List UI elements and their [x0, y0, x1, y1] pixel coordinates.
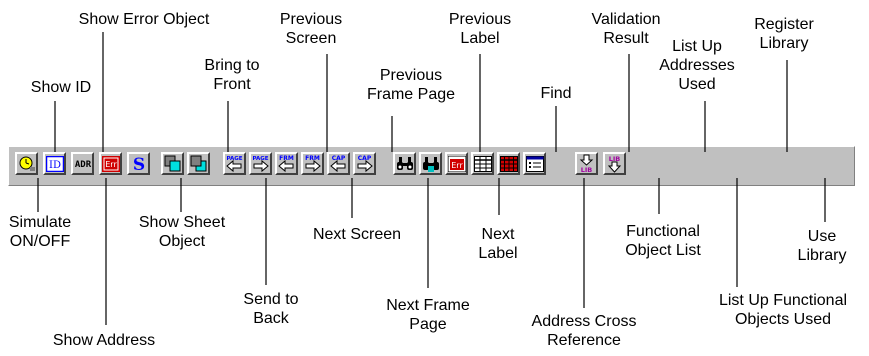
find-button[interactable] [393, 152, 416, 175]
label-left-arrow-icon: CAP [330, 155, 346, 173]
svg-text:S: S [132, 155, 144, 173]
label-simulate-on-off: Simulate ON/OFF [8, 214, 72, 250]
send-to-back-button[interactable] [187, 152, 210, 175]
svg-text:Err: Err [105, 160, 117, 169]
toolbar: ID ADR Err S P [8, 146, 855, 186]
use-library-icon: LIB [607, 155, 622, 173]
binoculars-adr-icon [422, 156, 439, 172]
label-next-frame-page: Next Frame Page [386, 297, 470, 333]
next-screen-button[interactable]: PAGE [249, 152, 272, 175]
next-label-button[interactable]: CAP [353, 152, 376, 175]
label-show-sheet-object: Show Sheet Object [138, 214, 226, 250]
label-find: Find [540, 85, 572, 102]
address-cross-reference-button[interactable] [419, 152, 442, 175]
label-previous-frame-page: Previous Frame Page [366, 67, 456, 103]
svg-text:FRM: FRM [279, 155, 294, 162]
svg-text:FRM: FRM [305, 155, 320, 162]
adr-icon: ADR [75, 160, 92, 170]
address-table-icon [499, 155, 518, 172]
label-register-library: Register Library [754, 16, 814, 52]
label-send-to-back: Send to Back [243, 291, 299, 327]
page-right-arrow-icon: PAGE [252, 156, 269, 173]
label-previous-label: Previous Label [448, 11, 512, 47]
validation-error-icon: Err [447, 155, 466, 172]
svg-text:CAP: CAP [332, 155, 346, 162]
sheet-icon: S [132, 155, 144, 173]
label-show-address: Show Address [52, 332, 156, 349]
label-previous-screen: Previous Screen [279, 11, 343, 47]
show-error-object-button[interactable]: Err [99, 152, 122, 175]
label-right-arrow-icon: CAP [357, 155, 373, 173]
use-library-button[interactable]: LIB [603, 152, 626, 175]
label-next-screen: Next Screen [312, 226, 402, 243]
label-validation-result: Validation Result [591, 11, 661, 47]
svg-text:Err: Err [451, 161, 463, 170]
label-functional-object-list: Functional Object List [625, 223, 701, 259]
svg-text:ID: ID [49, 160, 61, 171]
show-sheet-object-button[interactable]: S [127, 152, 150, 175]
label-next-label: Next Label [478, 226, 518, 262]
label-use-library: Use Library [797, 228, 847, 264]
register-library-icon: LIB [579, 154, 594, 173]
svg-text:ADR: ADR [75, 160, 92, 170]
bring-to-front-icon [164, 155, 180, 171]
frame-right-arrow-icon: FRM [305, 155, 321, 173]
label-show-id: Show ID [30, 79, 92, 96]
functional-object-list-button[interactable] [471, 152, 494, 175]
binoculars-icon [396, 156, 413, 170]
send-to-back-icon [190, 155, 206, 171]
previous-frame-page-button[interactable]: FRM [275, 152, 298, 175]
list-up-functional-objects-used-button[interactable] [523, 152, 546, 175]
svg-text:LIB: LIB [609, 155, 621, 163]
show-id-button[interactable]: ID [43, 152, 66, 175]
label-address-cross-reference: Address Cross Reference [531, 313, 637, 349]
id-icon: ID [45, 155, 64, 172]
frame-left-arrow-icon: FRM [278, 155, 294, 173]
previous-screen-button[interactable]: PAGE [223, 152, 246, 175]
show-address-button[interactable]: ADR [71, 152, 94, 175]
label-list-up-functional-objects-used: List Up Functional Objects Used [718, 292, 848, 328]
label-list-up-addresses-used: List Up Addresses Used [659, 38, 735, 93]
svg-text:CAP: CAP [358, 155, 372, 162]
svg-text:LIB: LIB [581, 166, 593, 173]
next-frame-page-button[interactable]: FRM [301, 152, 324, 175]
bring-to-front-button[interactable] [161, 152, 184, 175]
register-library-button[interactable]: LIB [575, 152, 598, 175]
label-show-error-object: Show Error Object [78, 11, 210, 28]
simulate-button[interactable] [15, 152, 38, 175]
error-icon: Err [101, 155, 120, 172]
page-left-arrow-icon: PAGE [226, 156, 243, 173]
table-list-icon [473, 155, 492, 172]
svg-text:PAGE: PAGE [226, 156, 242, 162]
svg-text:PAGE: PAGE [252, 156, 268, 162]
validation-result-button[interactable]: Err [445, 152, 468, 175]
simulate-icon [19, 156, 35, 171]
previous-label-button[interactable]: CAP [327, 152, 350, 175]
label-bring-to-front: Bring to Front [204, 57, 260, 93]
object-list-icon [525, 155, 544, 172]
list-up-addresses-used-button[interactable] [497, 152, 520, 175]
